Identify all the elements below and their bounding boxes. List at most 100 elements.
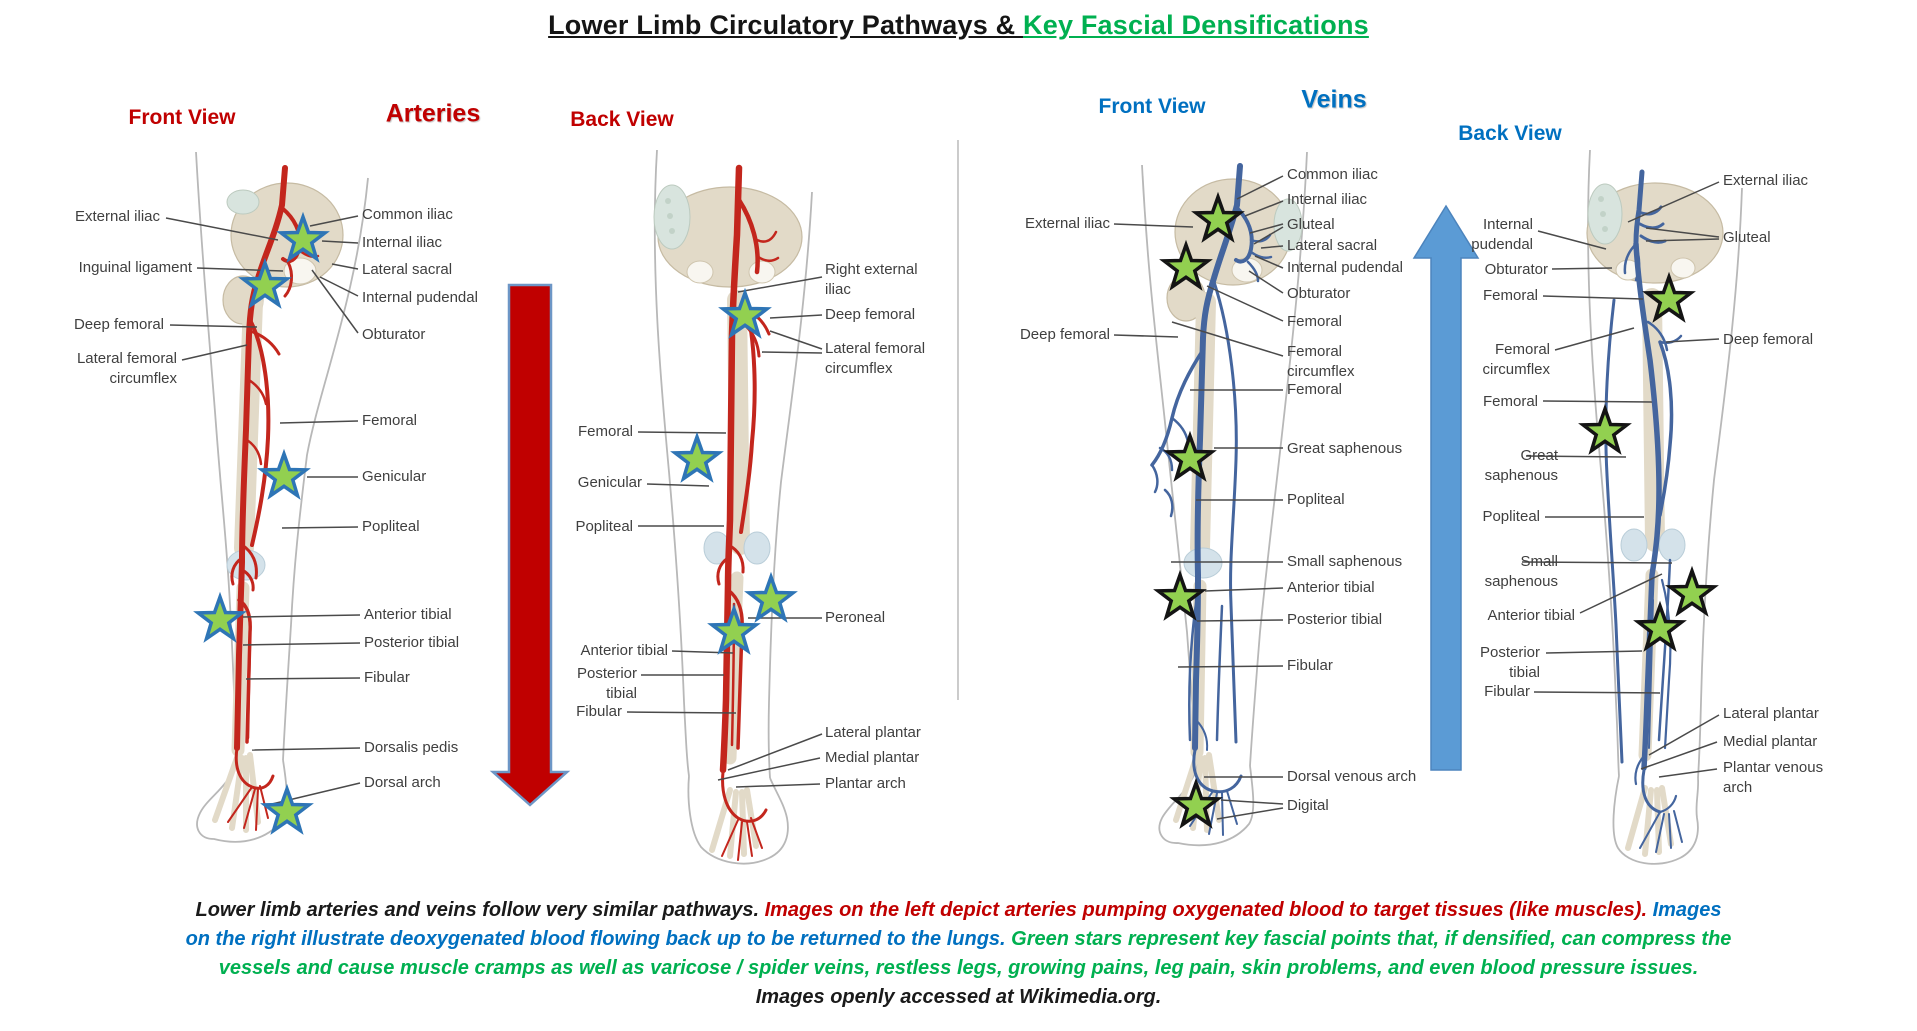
caption-segment-green: vessels and cause muscle cramps as well … <box>218 957 1699 979</box>
arteries-back-label-fibular: Fibular <box>576 703 622 720</box>
arteries-front-label-obturator: Obturator <box>362 326 426 343</box>
arteries-front-label-dorsalis-pedis: Dorsalis pedis <box>364 739 459 756</box>
veins-back-leader-line <box>1542 295 1644 300</box>
veins-front-leader-line <box>1253 226 1284 245</box>
veins-front-label-digital: Digital <box>1287 797 1329 814</box>
fascial-star <box>744 571 798 623</box>
fascial-star <box>1578 403 1632 455</box>
fascial-star <box>276 211 330 263</box>
arteries-back-leader-line <box>769 330 823 350</box>
veins-back-leader-line <box>1545 650 1643 654</box>
veins-back-label-plantar-venous-arch: Plantar venous arch <box>1723 759 1824 796</box>
veins-back-leader-line <box>1645 227 1720 238</box>
veins-front-label-external-iliac: External iliac <box>1024 215 1110 232</box>
arteries-front-leader-line <box>331 263 359 270</box>
caption-segment-blue: Images <box>1652 899 1722 921</box>
arteries-back-label-peroneal: Peroneal <box>825 609 886 626</box>
veins-back-label-femoral: Femoral <box>1482 393 1538 410</box>
arteries-front-label-dorsal-arch: Dorsal arch <box>364 774 441 791</box>
fascial-star <box>1159 239 1213 291</box>
arteries-front-leader-line <box>242 642 361 646</box>
veins-back-label-great-saphenous: Great saphenous <box>1484 447 1558 484</box>
fascial-star <box>238 257 292 309</box>
page-title: Lower Limb Circulatory Pathways & Key Fa… <box>0 10 1917 41</box>
caption-segment-red: Images on the left depict arteries pumpi… <box>764 899 1653 921</box>
arteries-front-label-anterior-tibial: Anterior tibial <box>364 606 452 623</box>
arteries-front-view-header: Front View <box>128 106 236 129</box>
veins-back-label-external-iliac: External iliac <box>1723 172 1809 189</box>
veins-back-leader-line <box>1542 400 1653 403</box>
arteries-front-label-internal-iliac: Internal iliac <box>362 234 443 251</box>
veins-front-leader-line <box>1220 799 1284 805</box>
veins-back-leader-line <box>1525 455 1627 458</box>
veins-front-label-great-saphenous: Great saphenous <box>1287 440 1403 457</box>
veins-back-leader-line <box>1648 714 1720 756</box>
veins-back-leader-line <box>1579 573 1663 614</box>
veins-front-leader-line <box>1113 223 1194 228</box>
fascial-star <box>1191 191 1245 243</box>
arteries-back-label-lateral-plantar: Lateral plantar <box>825 724 921 741</box>
veins-back-label-femoral: Femoral <box>1482 287 1538 304</box>
arteries-front-label-common-iliac: Common iliac <box>362 206 453 223</box>
fascial-star <box>670 431 724 483</box>
caption-line: vessels and cause muscle cramps as well … <box>0 954 1917 983</box>
caption-segment-green: Green stars represent key fascial points… <box>1011 928 1732 950</box>
arteries-front-leader-line <box>309 215 359 227</box>
arteries-back-leader-line <box>671 650 734 654</box>
arteries-back-leader-line <box>737 276 823 293</box>
arteries-front-label-inguinal-ligament: Inguinal ligament <box>78 259 192 276</box>
veins-front-label-internal-pudendal: Internal pudendal <box>1287 259 1403 276</box>
veins-back-label-small-saphenous: Small saphenous <box>1484 553 1558 590</box>
veins-front-leader-line <box>1244 200 1284 217</box>
downward-flow-arrow <box>489 283 571 807</box>
arteries-front-leader-line <box>319 276 359 297</box>
arteries-front-label-lateral-sacral: Lateral sacral <box>362 261 453 278</box>
arteries-front-label-external-iliac: External iliac <box>74 208 160 225</box>
arteries-back-leader-line <box>646 483 710 487</box>
fascial-star <box>257 448 311 500</box>
veins-front-leader-line <box>1171 321 1284 357</box>
veins-front-leader-line <box>1113 334 1179 338</box>
veins-back-label-posterior-tibial: Posterior tibial <box>1479 644 1540 681</box>
veins-front-label-posterior-tibial: Posterior tibial <box>1287 611 1383 628</box>
fascial-star <box>260 783 314 835</box>
arteries-section-header: Arteries <box>385 99 481 128</box>
arteries-front-leader-line <box>251 747 361 751</box>
fascial-star <box>1642 271 1696 323</box>
arteries-back-figure <box>653 149 813 865</box>
veins-back-leader-line <box>1551 267 1613 270</box>
arteries-front-label-lateral-femoral-circumflex: Lateral femoral circumflex <box>76 350 177 387</box>
fascial-star <box>707 603 761 655</box>
caption-segment-blue: on the right illustrate deoxygenated blo… <box>185 928 1012 950</box>
arteries-back-label-plantar-arch: Plantar arch <box>825 775 906 792</box>
caption-paragraph: Lower limb arteries and veins follow ver… <box>0 896 1917 1012</box>
arteries-front-label-posterior-tibial: Posterior tibial <box>364 634 460 651</box>
veins-front-label-popliteal: Popliteal <box>1287 491 1345 508</box>
veins-front-label-common-iliac: Common iliac <box>1287 166 1378 183</box>
veins-front-label-femoral: Femoral <box>1287 381 1343 398</box>
fascial-star <box>1665 565 1719 617</box>
arteries-front-label-internal-pudendal: Internal pudendal <box>362 289 478 306</box>
fascial-star <box>1163 430 1217 482</box>
arteries-front-label-popliteal: Popliteal <box>362 518 420 535</box>
fascial-star <box>1153 569 1207 621</box>
arteries-front-leader-line <box>196 267 284 272</box>
arteries-front-leader-line <box>165 217 279 241</box>
caption-segment-black: Lower limb arteries and veins follow ver… <box>195 899 765 921</box>
veins-back-label-obturator: Obturator <box>1484 261 1548 278</box>
arteries-front-leader-line <box>279 420 359 424</box>
caption-segment-black: Images openly accessed at Wikimedia.org. <box>755 986 1162 1008</box>
arteries-back-label-genicular: Genicular <box>577 474 642 491</box>
caption-line: Lower limb arteries and veins follow ver… <box>0 896 1917 925</box>
veins-section-header: Veins <box>1301 85 1367 114</box>
veins-back-label-fibular: Fibular <box>1484 683 1530 700</box>
veins-front-leader-line <box>1216 807 1284 820</box>
fascial-star <box>1169 777 1223 829</box>
arteries-back-label-right-external-iliac: Right external iliac <box>825 261 918 298</box>
arteries-front-label-genicular: Genicular <box>362 468 427 485</box>
arteries-back-label-medial-plantar: Medial plantar <box>825 749 920 766</box>
veins-back-label-femoral-circumflex: Femoral circumflex <box>1482 341 1550 378</box>
arteries-front-leader-line <box>169 324 258 328</box>
arteries-front-leader-line <box>242 614 361 618</box>
